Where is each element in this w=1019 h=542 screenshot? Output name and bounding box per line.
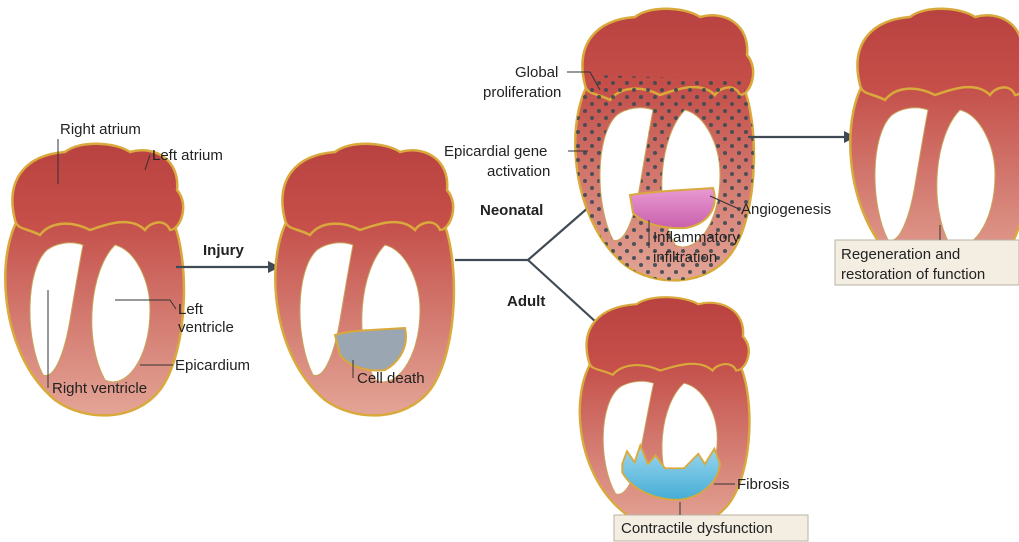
label-right-ventricle: Right ventricle — [52, 380, 147, 397]
label-contractile-dysfunction: Contractile dysfunction — [621, 520, 773, 537]
label-regeneration-1: Regeneration and — [841, 246, 960, 263]
label-left-ventricle-2: ventricle — [178, 319, 234, 336]
label-fibrosis: Fibrosis — [737, 476, 790, 493]
label-cell-death: Cell death — [357, 370, 425, 387]
adult-arrow — [528, 260, 597, 323]
label-global-2: proliferation — [483, 84, 561, 101]
label-epicardial-2: activation — [487, 163, 550, 180]
label-adult: Adult — [507, 293, 545, 310]
label-global-1: Global — [515, 64, 558, 81]
label-injury: Injury — [203, 242, 244, 259]
label-inflammatory-2: infiltration — [653, 249, 717, 266]
label-right-atrium: Right atrium — [60, 121, 141, 138]
label-left-ventricle-1: Left — [178, 301, 204, 318]
label-epicardial-1: Epicardial gene — [444, 143, 547, 160]
label-inflammatory-1: Inflammatory — [653, 229, 740, 246]
label-neonatal: Neonatal — [480, 202, 543, 219]
label-regeneration-2: restoration of function — [841, 266, 985, 283]
adult-heart — [580, 297, 750, 528]
label-angiogenesis: Angiogenesis — [741, 201, 831, 218]
label-epicardium: Epicardium — [175, 357, 250, 374]
label-left-atrium: Left atrium — [152, 147, 223, 164]
healthy-heart — [5, 144, 184, 416]
